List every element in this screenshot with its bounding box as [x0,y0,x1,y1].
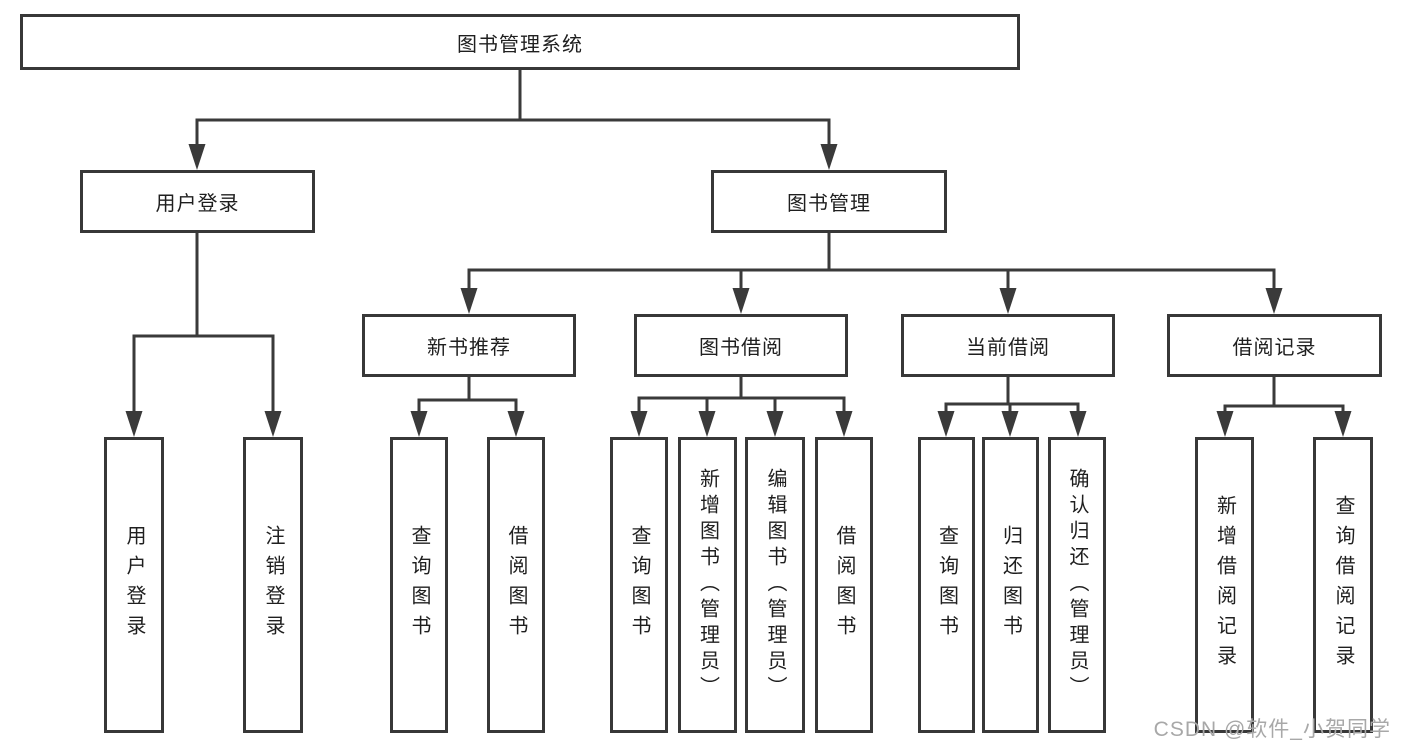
leaf-add-books-admin-label: 新增图书（管理员） [696,468,719,702]
leaf-user-login-label: 用户登录 [123,525,145,645]
watermark: CSDN @软件_小贺同学 [1153,718,1391,741]
node-book-management-label: 图书管理 [787,193,871,215]
leaf-query-books-current: 查询图书 [918,437,975,733]
leaf-logout-login: 注销登录 [243,437,303,733]
leaf-query-books-borrow-label: 查询图书 [628,525,650,645]
root-node-label: 图书管理系统 [457,33,583,56]
node-book-borrowing: 图书借阅 [634,314,848,377]
leaf-return-books: 归还图书 [982,437,1039,733]
leaf-return-books-label: 归还图书 [999,525,1022,645]
leaf-query-borrow-record: 查询借阅记录 [1313,437,1373,733]
node-new-book-recommendation-label: 新书推荐 [427,337,511,359]
node-new-book-recommendation: 新书推荐 [362,314,576,377]
leaf-edit-books-admin-label: 编辑图书（管理员） [764,468,786,702]
leaf-add-books-admin: 新增图书（管理员） [678,437,737,733]
node-current-borrowing: 当前借阅 [901,314,1115,377]
leaf-user-login: 用户登录 [104,437,164,733]
node-user-login-label: 用户登录 [155,193,240,215]
leaf-query-books-current-label: 查询图书 [935,525,958,645]
root-node: 图书管理系统 [20,14,1020,70]
leaf-add-borrow-record: 新增借阅记录 [1195,437,1254,733]
leaf-add-borrow-record-label: 新增借阅记录 [1213,495,1236,675]
leaf-confirm-return-admin-label: 确认归还（管理员） [1066,468,1088,702]
leaf-borrow-books-recommend: 借阅图书 [487,437,545,733]
node-current-borrowing-label: 当前借阅 [966,337,1050,359]
node-borrowing-records: 借阅记录 [1167,314,1382,377]
node-book-borrowing-label: 图书借阅 [699,337,783,359]
leaf-logout-login-label: 注销登录 [262,525,284,645]
node-user-login: 用户登录 [80,170,315,233]
leaf-query-borrow-record-label: 查询借阅记录 [1332,495,1354,675]
leaf-borrow-books-recommend-label: 借阅图书 [505,525,527,645]
leaf-borrow-books: 借阅图书 [815,437,873,733]
leaf-query-books-recommend: 查询图书 [390,437,448,733]
node-borrowing-records-label: 借阅记录 [1232,337,1317,359]
leaf-borrow-books-label: 借阅图书 [833,525,855,645]
node-book-management: 图书管理 [711,170,947,233]
leaf-query-books-recommend-label: 查询图书 [408,525,430,645]
leaf-edit-books-admin: 编辑图书（管理员） [745,437,805,733]
leaf-query-books-borrow: 查询图书 [610,437,668,733]
leaf-confirm-return-admin: 确认归还（管理员） [1048,437,1106,733]
